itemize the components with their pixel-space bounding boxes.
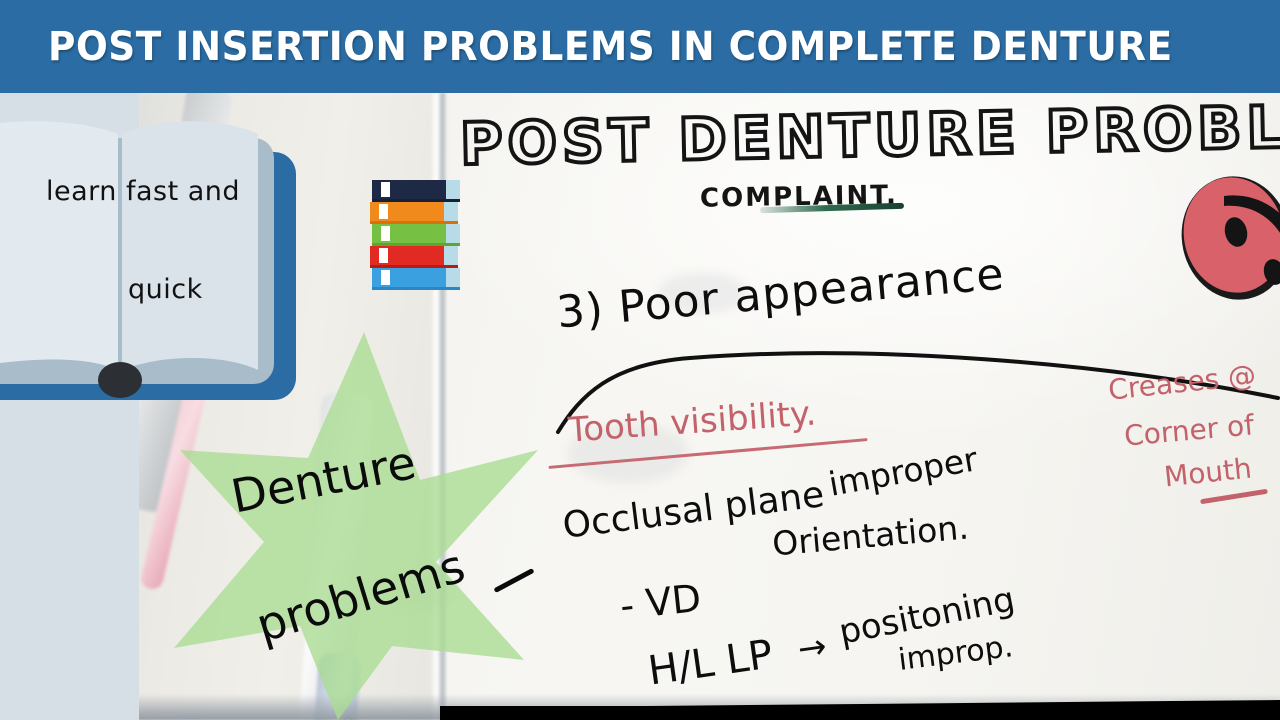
board-note-vd: - VD: [617, 575, 704, 629]
book-orange: [370, 202, 458, 224]
book-blue: [372, 268, 460, 290]
open-book-graphic: [0, 121, 296, 400]
board-smudge: [568, 423, 688, 483]
sad-face-drawing: [1181, 176, 1280, 300]
page-title: POST INSERTION PROBLEMS IN COMPLETE DENT…: [48, 23, 1173, 70]
stacked-books-icon: [370, 180, 460, 290]
book-page-right: [122, 121, 258, 371]
book-red: [370, 246, 458, 268]
book-green: [372, 224, 460, 246]
star-shape: [174, 332, 538, 720]
green-star-overlay: [174, 332, 538, 720]
title-banner: POST INSERTION PROBLEMS IN COMPLETE DENT…: [0, 0, 1280, 93]
whiteboard-edge-shadow: [440, 93, 445, 720]
book-text-line-2: quick: [128, 274, 203, 305]
bottom-black-bar: [440, 706, 1280, 720]
board-note-arrow: →: [795, 626, 830, 670]
book-navy: [372, 180, 460, 202]
book-text-line-1: learn fast and: [46, 176, 241, 207]
book-spine: [98, 362, 142, 398]
board-smudge: [658, 273, 748, 313]
board-branch-line: [556, 351, 1280, 434]
book-page-left: [0, 121, 118, 370]
